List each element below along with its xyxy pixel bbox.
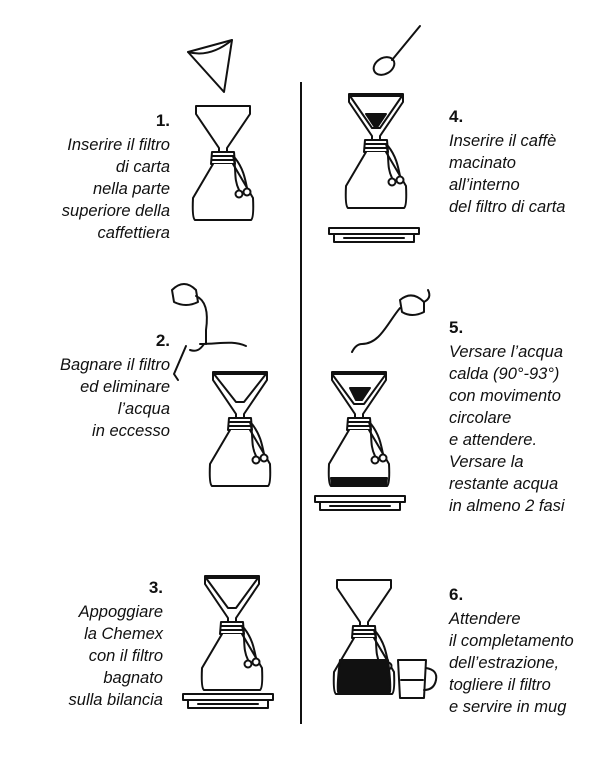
step-5-line: calda (90°-93°) bbox=[449, 365, 560, 383]
step-1-line: caffettiera bbox=[97, 224, 170, 242]
chemex-with-coffee-icon bbox=[328, 93, 420, 243]
step-4-line: macinato bbox=[449, 154, 516, 172]
paper-filter-icon bbox=[188, 40, 232, 92]
step-3-line: Appoggiare bbox=[78, 603, 163, 621]
step-6-line: e servire in mug bbox=[449, 698, 567, 716]
chemex-on-scale-icon bbox=[182, 575, 274, 709]
step-6-line: il completamento bbox=[449, 632, 574, 650]
step-2-line: in eccesso bbox=[92, 422, 170, 440]
step-3-text: 3. Appoggiare la Chemex con il filtro ba… bbox=[69, 577, 163, 711]
kettle-pouring-icon bbox=[352, 290, 429, 352]
step-4-line: all’interno bbox=[449, 176, 520, 194]
step-6-text: 6. Attendere il completamento dell’estra… bbox=[449, 584, 574, 718]
step-3-line: bagnato bbox=[103, 669, 163, 687]
step-1-line: Inserire il filtro bbox=[67, 136, 170, 154]
chemex-with-filter-icon bbox=[208, 371, 272, 487]
chemex-brewing-icon bbox=[314, 371, 406, 511]
step-1-line: di carta bbox=[115, 158, 170, 176]
center-divider bbox=[300, 82, 302, 724]
mug-icon bbox=[398, 660, 436, 698]
step-2-line: ed eliminare bbox=[80, 378, 170, 396]
step-1-line: superiore della bbox=[61, 202, 170, 220]
step-4-text: 4. Inserire il caffè macinato all’intern… bbox=[449, 106, 565, 218]
step-5-text: 5. Versare l’acqua calda (90°-93°) con m… bbox=[449, 317, 565, 517]
step-3-line: la Chemex bbox=[84, 625, 163, 643]
step-6-number: 6. bbox=[449, 585, 464, 604]
step-2-line: Bagnare il filtro bbox=[59, 356, 170, 374]
step-3-line: sulla bilancia bbox=[68, 691, 163, 709]
step-5-number: 5. bbox=[449, 318, 464, 337]
kettle-icon bbox=[172, 284, 246, 380]
step-5-line: circolare bbox=[449, 409, 512, 427]
chemex-icon bbox=[191, 105, 255, 221]
step-5-line: con movimento bbox=[449, 387, 561, 405]
step-5-line: Versare la bbox=[449, 453, 524, 471]
step-3-number: 3. bbox=[148, 578, 163, 597]
step-4-line: del filtro di carta bbox=[449, 198, 566, 216]
step-2-text: 2. Bagnare il filtro ed eliminare l’acqu… bbox=[60, 330, 170, 442]
step-2-line: l’acqua bbox=[117, 400, 170, 418]
step-5-line: in almeno 2 fasi bbox=[449, 497, 565, 515]
spoon-icon bbox=[370, 26, 420, 78]
step-5-line: restante acqua bbox=[449, 475, 559, 493]
step-6-line: Attendere bbox=[449, 610, 521, 628]
step-4-line: Inserire il caffè bbox=[449, 132, 557, 150]
step-2-number: 2. bbox=[155, 331, 170, 350]
step-4-number: 4. bbox=[449, 107, 464, 126]
step-5-line: e attendere. bbox=[449, 431, 538, 449]
step-3-line: con il filtro bbox=[88, 647, 163, 665]
step-6-line: togliere il filtro bbox=[449, 676, 551, 694]
step-1-number: 1. bbox=[155, 111, 170, 130]
step-5-line: Versare l’acqua bbox=[449, 343, 564, 361]
step-6-line: dell’estrazione, bbox=[449, 654, 560, 672]
chemex-full-icon bbox=[332, 579, 396, 695]
step-1-text: 1. Inserire il filtro di carta nella par… bbox=[62, 110, 170, 244]
step-1-line: nella parte bbox=[92, 180, 170, 198]
